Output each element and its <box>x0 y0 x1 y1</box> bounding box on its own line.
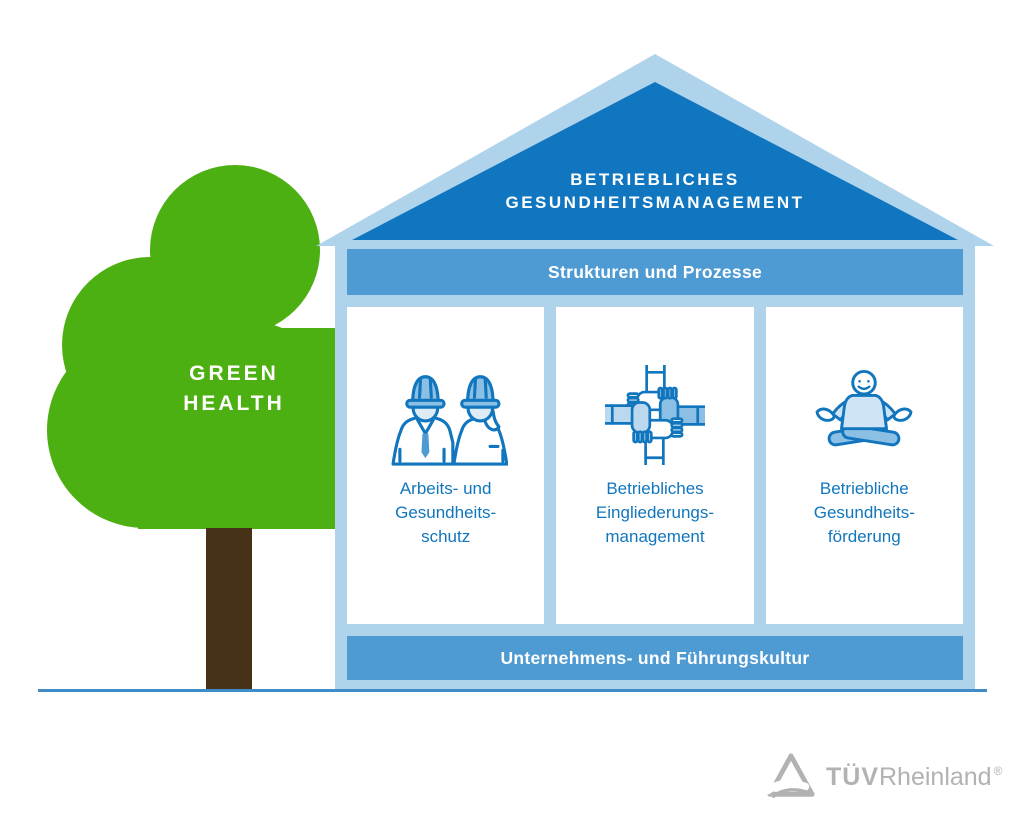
tuv-triangle-icon <box>766 753 815 798</box>
logo-text-tuv: TÜV <box>826 762 879 791</box>
pillar3-label-line2: Gesundheits- <box>813 503 915 522</box>
roof-title: BETRIEBLICHES GESUNDHEITSMANAGEMENT <box>335 168 975 214</box>
structures-processes-bar: Strukturen und Prozesse <box>347 249 963 295</box>
house-pillars: Arbeits- und Gesundheits- schutz <box>347 307 963 624</box>
tree-crown <box>47 165 336 529</box>
pillar2-label-line2: Eingliederungs- <box>595 503 715 522</box>
joined-hands-icon <box>604 359 705 471</box>
pillar2-label-line1: Betriebliches <box>606 479 704 498</box>
pillar1-label-line1: Arbeits- und <box>399 479 492 498</box>
tree-trunk <box>206 528 252 690</box>
pillar1-label-line3: schutz <box>421 527 471 546</box>
roof-title-line2: GESUNDHEITSMANAGEMENT <box>505 193 805 212</box>
pillar3-label-line3: förderung <box>827 527 901 546</box>
culture-bar: Unternehmens- und Führungskultur <box>347 636 963 680</box>
pillar3-label-line1: Betriebliche <box>819 479 909 498</box>
ground-line <box>38 689 987 692</box>
pillar2-label-line3: management <box>605 527 705 546</box>
registered-mark-icon: ® <box>993 764 1003 779</box>
green-health-line1: GREEN <box>189 362 279 385</box>
logo-wordmark: TÜVRheinland® <box>826 763 1002 792</box>
green-health-label: GREEN HEALTH <box>110 359 358 419</box>
house-body: Strukturen und Prozesse <box>335 246 975 692</box>
house-roof <box>316 54 994 246</box>
pillar-arbeitsschutz: Arbeits- und Gesundheits- schutz <box>347 307 545 624</box>
tuv-rheinland-logo: TÜVRheinland® <box>766 752 1002 802</box>
logo-text-rheinland: Rheinland <box>879 762 992 791</box>
pillar-gesundheitsfoerderung: Betriebliche Gesundheits- förderung <box>765 307 963 624</box>
pillar-label: Betriebliche Gesundheits- förderung <box>814 477 915 549</box>
green-health-line2: HEALTH <box>183 392 285 415</box>
meditating-person-icon <box>813 359 915 471</box>
roof-title-line1: BETRIEBLICHES <box>570 170 740 189</box>
construction-workers-icon <box>384 359 508 471</box>
pillar-label: Betriebliches Eingliederungs- management <box>596 477 714 549</box>
pillar-eingliederung: Betriebliches Eingliederungs- management <box>556 307 754 624</box>
pillar-label: Arbeits- und Gesundheits- schutz <box>395 477 496 549</box>
culture-bar-label: Unternehmens- und Führungskultur <box>500 647 810 668</box>
pillar1-label-line2: Gesundheits- <box>395 503 497 522</box>
structures-processes-label: Strukturen und Prozesse <box>547 261 763 282</box>
